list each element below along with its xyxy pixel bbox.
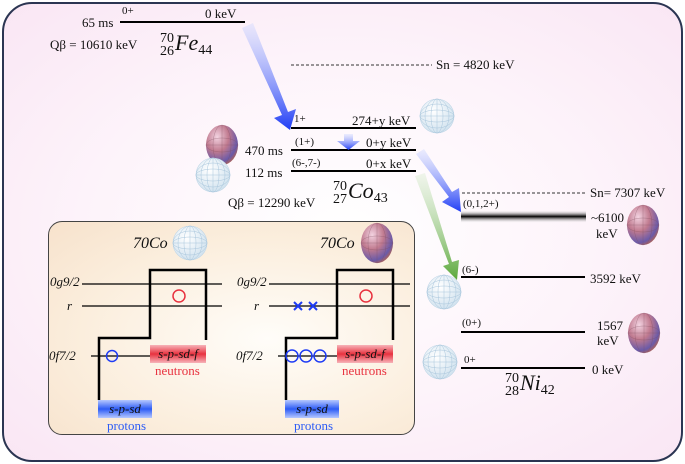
- proton-hole-icon: [105, 349, 119, 363]
- ni-level-spin: (0+): [462, 317, 482, 329]
- orbital-label: 0f7/2: [236, 348, 263, 363]
- ni-level-spin: (6-): [462, 264, 479, 276]
- ni-level-energy: ~6100: [591, 210, 625, 225]
- orbital-label: r: [67, 298, 73, 313]
- fe-spin: 0+: [122, 5, 134, 17]
- co-transition-arrow: [337, 134, 360, 150]
- deformed-shape-icon: [627, 312, 661, 354]
- ni-level-spin: (0,1,2+): [463, 198, 499, 210]
- co-level-spin: (1+): [295, 136, 315, 148]
- inset-title: 70Co: [320, 235, 355, 252]
- ni-level-energy: 0 keV: [592, 362, 624, 377]
- fe-half-life: 65 ms: [82, 15, 114, 30]
- beta-decay-arrow-green: [415, 173, 459, 280]
- co-sn-label: Sn = 4820 keV: [436, 57, 515, 72]
- spherical-shape-icon: [172, 225, 208, 261]
- orbital-label: 0g9/2: [237, 274, 267, 289]
- neutron-space-box: s-p-sd-f: [337, 345, 393, 363]
- deformed-shape-icon: [626, 204, 660, 246]
- proton-cross-icon: [293, 301, 318, 311]
- ni-sn-label: Sn= 7307 keV: [590, 185, 666, 200]
- co-level-energy: 0+x keV: [366, 156, 412, 171]
- ni-level-spin: 0+: [464, 354, 476, 366]
- ni-level-energy-unit: keV: [596, 226, 618, 241]
- ni-level-6100-band: [461, 210, 586, 223]
- proton-space-box: s-p-sd: [285, 400, 339, 418]
- shell-model-inset: [48, 221, 415, 435]
- protons-label: protons: [294, 418, 333, 433]
- neutron-space-box: s-p-sd-f: [150, 345, 206, 363]
- beta-decay-arrow-blue: [416, 149, 461, 212]
- orbital-label: r: [254, 298, 260, 313]
- ni-level-energy: 3592 keV: [590, 271, 641, 286]
- ni-level-energy: 1567: [597, 318, 623, 333]
- co-q-beta: Qβ = 12290 keV: [228, 195, 316, 210]
- neutron-hole-icon: [172, 289, 186, 303]
- neutrons-label: neutrons: [342, 363, 387, 378]
- ni-level-energy-unit: keV: [597, 333, 619, 348]
- co-level-spin: 1+: [294, 113, 306, 125]
- spherical-shape-icon: [419, 98, 455, 134]
- co-level-half-life: 112 ms: [245, 165, 283, 180]
- shell-panel-left: [82, 268, 222, 400]
- co-level-energy: 0+y keV: [366, 135, 412, 150]
- neutron-hole-icon: [359, 289, 373, 303]
- beta-decay-arrow-fe: [242, 23, 296, 130]
- neutrons-label: neutrons: [155, 363, 200, 378]
- proton-hole-icon: [299, 349, 313, 363]
- proton-hole-icon: [285, 349, 299, 363]
- co-level-energy: 274+y keV: [352, 113, 411, 128]
- shell-panel-right: [269, 268, 410, 400]
- deformed-shape-icon: [360, 222, 394, 264]
- proton-hole-icon: [313, 349, 327, 363]
- proton-space-box: s-p-sd: [98, 400, 152, 418]
- protons-label: protons: [107, 418, 146, 433]
- spherical-shape-icon: [422, 344, 458, 380]
- spherical-shape-icon: [195, 157, 231, 193]
- fe-energy: 0 keV: [205, 6, 237, 21]
- inset-title: 70Co: [133, 235, 168, 252]
- orbital-label: 0g9/2: [50, 274, 80, 289]
- co-level-spin: (6-,7-): [292, 157, 321, 169]
- co-level-half-life: 470 ms: [245, 143, 283, 158]
- spherical-shape-icon: [426, 274, 462, 310]
- orbital-label: 0f7/2: [49, 348, 76, 363]
- fe-q-beta: Qβ = 10610 keV: [50, 37, 138, 52]
